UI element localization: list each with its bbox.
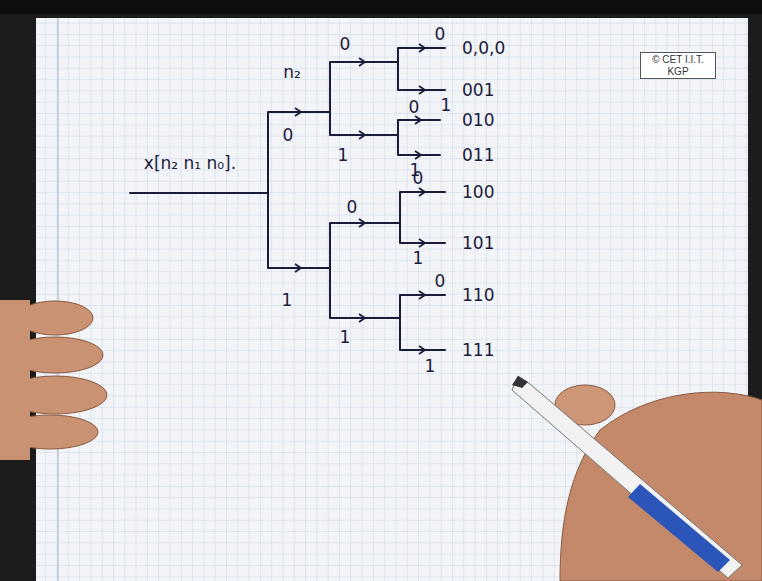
bit-label: 0	[340, 36, 351, 53]
leaf-index: 101	[462, 235, 494, 252]
leaf-index: 100	[462, 184, 494, 201]
leaf-index: 011	[462, 147, 494, 164]
grid	[36, 18, 748, 581]
bit-label: 0	[409, 99, 420, 116]
bit-label: 1	[338, 147, 349, 164]
leaf-index: 0,0,0	[462, 40, 505, 57]
left-hand	[0, 300, 107, 460]
bit-label: 0	[283, 127, 294, 144]
bit-label: 0	[413, 170, 424, 187]
stage-index: n₂	[283, 64, 301, 81]
bit-label: 1	[425, 358, 436, 375]
pen	[512, 376, 742, 578]
leaf-index: 010	[462, 112, 494, 129]
leaf-index: 110	[462, 287, 494, 304]
bit-label: 1	[282, 292, 293, 309]
paper	[36, 18, 748, 581]
binary-tree	[130, 48, 445, 350]
bit-label: 1	[441, 97, 452, 114]
right-hand	[555, 385, 762, 581]
arrow-heads	[295, 44, 425, 354]
leaf-index: 111	[462, 342, 494, 359]
bit-label: 0	[435, 26, 446, 43]
top-bar	[0, 0, 762, 14]
bit-label: 0	[347, 199, 358, 216]
bit-label: 1	[340, 329, 351, 346]
logo-box: © CET I.I.T. KGP	[640, 52, 716, 79]
bit-label: 0	[435, 273, 446, 290]
leaf-index: 001	[462, 82, 494, 99]
bit-label: 1	[413, 250, 424, 267]
logo-text: © CET I.I.T. KGP	[645, 54, 711, 77]
input-signal: x[n₂ n₁ n₀].	[144, 155, 236, 172]
